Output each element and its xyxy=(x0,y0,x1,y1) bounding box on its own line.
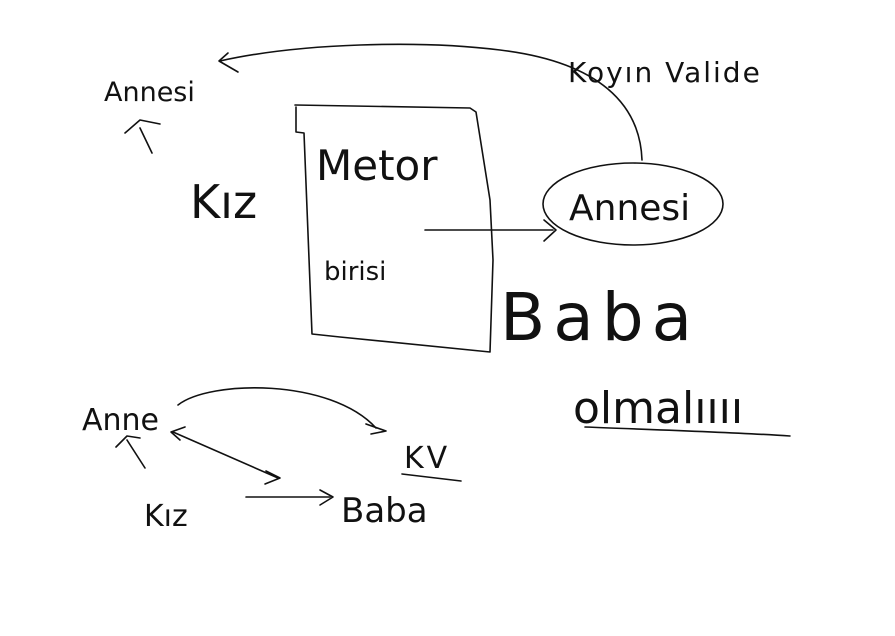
annesi-ellipse xyxy=(542,162,724,246)
annesi-ellipse-label: Annesi xyxy=(569,188,690,229)
up-left-arrow-top xyxy=(124,119,161,154)
anne-bottom-label: Anne xyxy=(82,403,159,438)
koyin-valide-arrowhead xyxy=(218,52,239,73)
koyin-valide-arc xyxy=(219,43,643,161)
anne-baba-double-arrow xyxy=(172,431,279,479)
kiz-to-anne-arrow xyxy=(115,435,146,469)
annesi-top-label: Annesi xyxy=(104,77,195,108)
metor-label: Metor xyxy=(316,141,438,190)
baba-main-label: Baba xyxy=(500,279,700,356)
kiz-main-label: Kız xyxy=(190,175,257,229)
kiz-to-baba-arrowhead xyxy=(319,489,334,506)
anne-to-kv-arrowhead xyxy=(365,423,387,435)
metor-box xyxy=(294,104,494,353)
koyin-valide-label: Koyın Valide xyxy=(568,56,762,89)
box-to-annesi-arrowhead xyxy=(543,219,557,242)
baba-bottom-label: Baba xyxy=(341,491,428,531)
olmali-label: olmalıııı xyxy=(573,383,743,434)
olmali-underline xyxy=(584,426,791,437)
kv-underline xyxy=(401,473,462,482)
anne-baba-arrowhead-right xyxy=(264,470,281,485)
kiz-bottom-label: Kız xyxy=(144,499,188,534)
birisi-label: birisi xyxy=(324,257,386,287)
anne-to-kv-arc xyxy=(177,387,377,429)
kv-label: KV xyxy=(404,441,450,476)
anne-baba-arrowhead-left xyxy=(170,426,186,441)
